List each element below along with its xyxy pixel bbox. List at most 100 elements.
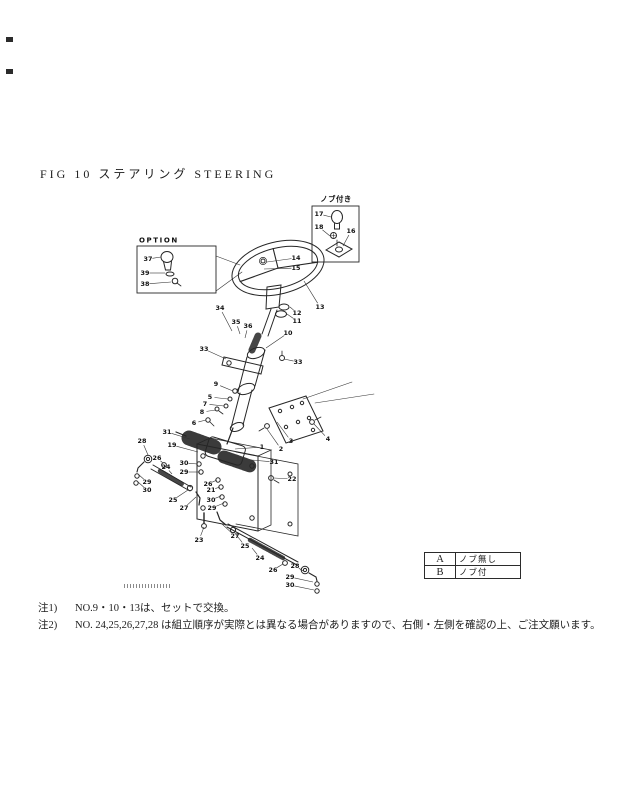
leader-line xyxy=(215,486,221,489)
leader-line xyxy=(234,447,258,450)
leader-line xyxy=(214,397,229,400)
part-number-label: 24 xyxy=(162,463,171,471)
part-number-label: 37 xyxy=(144,255,153,263)
part-number-label: 28 xyxy=(291,562,300,570)
leader-line xyxy=(342,234,350,247)
boot-right xyxy=(217,450,257,473)
leader-line xyxy=(211,479,218,483)
leader-line xyxy=(200,526,205,536)
column-clamp xyxy=(221,356,264,375)
leader-line xyxy=(289,306,294,311)
leader-line xyxy=(176,445,199,453)
leader-line xyxy=(176,489,189,498)
part-number-label: 24 xyxy=(256,554,265,562)
leader-line xyxy=(215,495,222,499)
part-number-label: 15 xyxy=(292,264,301,272)
diagram-caption: ノブ付き xyxy=(320,195,352,204)
part-number-label: 33 xyxy=(200,345,209,353)
note-label: 注1) xyxy=(38,603,58,614)
steering-wheel xyxy=(231,239,325,318)
figure-title: FIG 10 ステアリング STEERING xyxy=(40,167,277,181)
leader-line xyxy=(323,214,332,218)
leader-line xyxy=(143,445,149,456)
part-number-label: 39 xyxy=(141,269,150,277)
leader-line xyxy=(298,568,306,573)
fine-print xyxy=(124,584,170,588)
part-number-label: 38 xyxy=(141,280,150,288)
part-number-label: 27 xyxy=(180,504,189,512)
leader-line xyxy=(303,280,318,304)
note-2: 注2) NO. 24,25,26,27,28 は組立順序が実際とは異なる場合があり… xyxy=(38,617,601,632)
note-text: NO.9・10・13は、セットで交換。 xyxy=(75,603,235,614)
leader-line xyxy=(251,547,258,555)
print-registration-mark xyxy=(6,69,13,74)
part-number-label: 35 xyxy=(232,318,241,326)
knob-detail-inset xyxy=(311,205,360,263)
part-number-label: 12 xyxy=(293,309,302,317)
part-number-label: 31 xyxy=(270,458,279,466)
part-number-label: 25 xyxy=(241,542,250,550)
part-number-label: 26 xyxy=(269,566,278,574)
part-number-label: 14 xyxy=(292,254,301,262)
leader-line xyxy=(220,385,234,392)
leader-line xyxy=(149,281,172,284)
mount-plate xyxy=(258,381,375,444)
note-1: 注1) NO.9・10・13は、セットで交換。 xyxy=(38,600,235,615)
part-number-label: 31 xyxy=(163,428,172,436)
leader-line xyxy=(265,335,285,349)
part-number-label: 25 xyxy=(169,496,178,504)
part-number-label: 30 xyxy=(143,486,152,494)
part-number-label: 26 xyxy=(204,480,213,488)
leader-line xyxy=(198,419,207,423)
part-number-label: 16 xyxy=(347,227,356,235)
part-number-label: 29 xyxy=(143,478,152,486)
part-number-label: 6 xyxy=(192,419,197,427)
table-row: A ノブ無し xyxy=(424,552,521,566)
leader-line xyxy=(250,459,270,462)
leader-line xyxy=(221,311,233,332)
steering-shaft xyxy=(205,308,285,445)
leader-line xyxy=(206,409,217,412)
leader-line xyxy=(187,496,197,506)
leader-line xyxy=(209,404,225,407)
variant-code: A xyxy=(424,552,456,566)
part-number-label: 3 xyxy=(289,437,293,445)
variant-desc: ノブ付 xyxy=(455,565,521,579)
part-number-label: 4 xyxy=(326,435,331,443)
leader-line xyxy=(273,477,288,480)
tie-rod-right xyxy=(216,511,320,594)
part-number-label: 23 xyxy=(195,536,204,544)
variant-table: A ノブ無し B ノブ付 xyxy=(424,552,521,579)
part-number-label: 13 xyxy=(316,303,325,311)
gear-housing xyxy=(175,430,257,473)
part-number-label: 9 xyxy=(214,380,219,388)
part-number-label: 21 xyxy=(207,486,216,494)
leader-line xyxy=(237,326,241,335)
leader-line xyxy=(276,421,289,438)
note-label: 注2) xyxy=(38,620,58,631)
part-number-label: 8 xyxy=(200,408,205,416)
note-text: NO. 24,25,26,27,28 は組立順序が実際とは異なる場合がありますの… xyxy=(75,620,601,631)
part-number-label: 28 xyxy=(138,437,147,445)
leader-line xyxy=(294,577,314,583)
leader-line xyxy=(266,428,279,446)
part-number-label: 27 xyxy=(231,532,240,540)
part-number-label: 22 xyxy=(288,475,297,483)
part-number-label: 30 xyxy=(180,459,189,467)
part-number-label: 10 xyxy=(284,329,293,337)
part-number-label: 18 xyxy=(315,223,324,231)
leader-line xyxy=(286,313,294,319)
tie-rod-left xyxy=(133,454,201,506)
leader-line xyxy=(294,585,315,591)
option-inset xyxy=(136,245,243,294)
leader-line xyxy=(188,463,199,465)
part-number-label: 1 xyxy=(260,443,264,451)
part-number-label: 5 xyxy=(208,393,212,401)
boot-left xyxy=(181,430,222,455)
part-number-label: 36 xyxy=(244,322,253,330)
part-number-label: 29 xyxy=(286,573,295,581)
variant-code: B xyxy=(424,565,456,579)
